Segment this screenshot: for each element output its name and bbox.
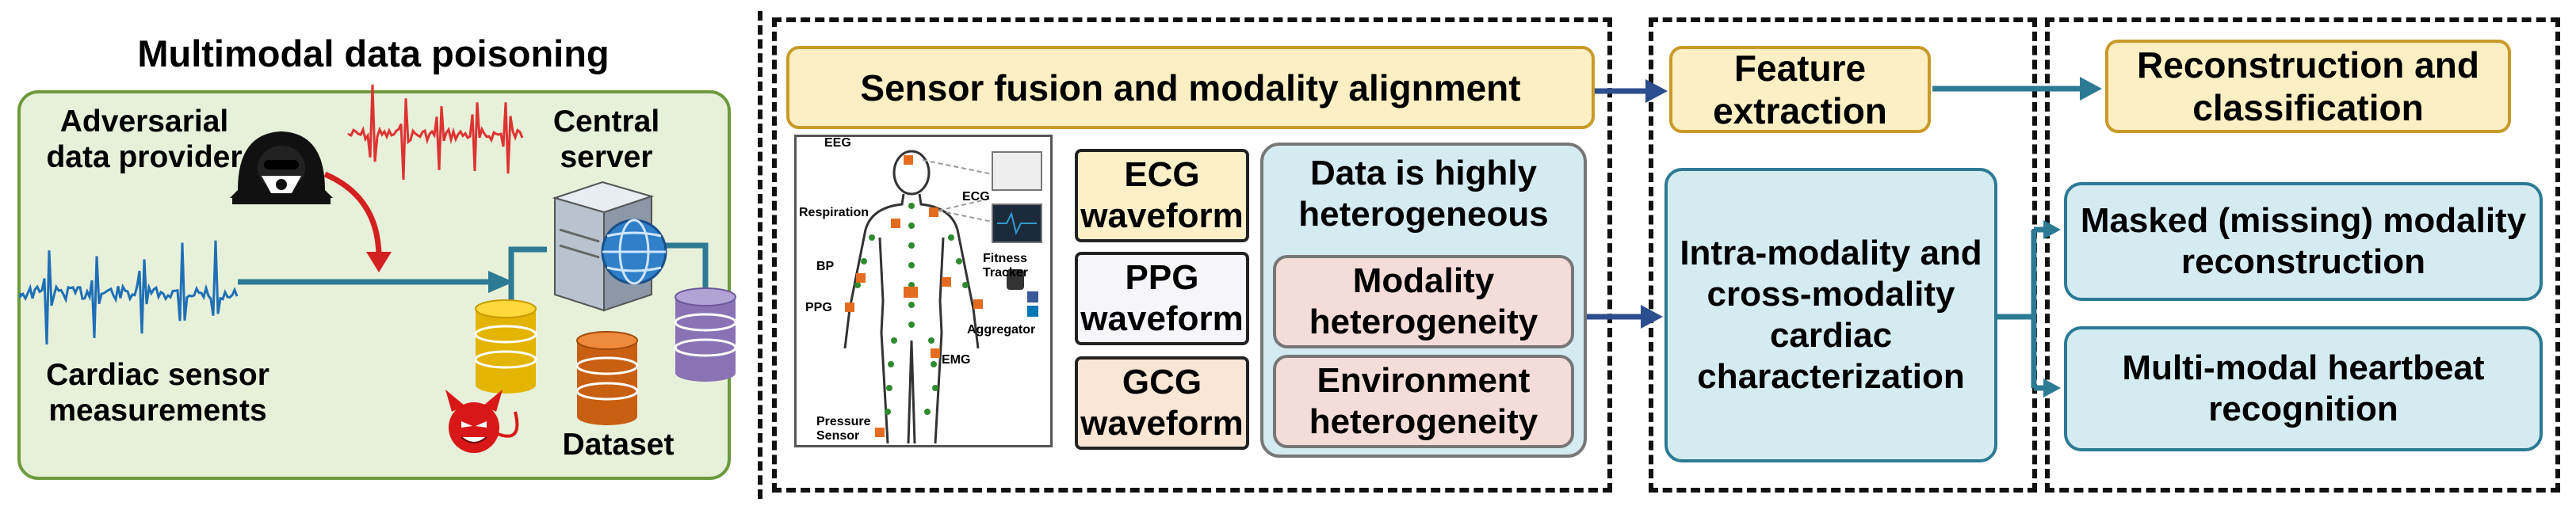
masked-reconstruction-box: Masked (missing) modality reconstruction [2064,182,2543,301]
heterogeneous-title: Data is highly heterogeneous [1298,154,1549,234]
body-label-fitness: Fitness Tracker [983,252,1028,280]
body-label-bp: BP [816,260,835,273]
ecg-waveform-box: ECG waveform [1075,149,1249,242]
ecg-waveform-suffix: waveform [1080,196,1244,235]
gcg-waveform-box: GCG waveform [1075,356,1249,450]
environment-heterogeneity-box: Environment heterogeneity [1273,355,1574,448]
body-label-ecg: ECG [962,190,990,204]
heartbeat-recognition-box: Multi-modal heartbeat recognition [2064,326,2543,451]
body-label-pressure: Pressure Sensor [816,415,871,443]
section-separator [758,11,762,499]
ecg-waveform-name: ECG [1124,155,1200,195]
poisoning-title: Multimodal data poisoning [137,32,610,74]
body-label-ppg: PPG [805,301,832,314]
feature-title: Feature extraction [1669,46,1931,133]
body-label-aggregator: Aggregator [967,323,1036,337]
body-label-eeg: EEG [824,136,851,150]
dataset-label: Dataset [562,428,675,462]
ppg-waveform-suffix: waveform [1080,299,1244,338]
reconstruction-group [2045,17,2560,493]
fusion-group [772,17,1612,493]
modality-heterogeneity-box: Modality heterogeneity [1273,255,1574,348]
body-label-respiration: Respiration [799,206,869,219]
ppg-waveform-box: PPG waveform [1075,252,1249,345]
characterization-box: Intra-modality and cross-modality cardia… [1664,168,1997,462]
server-label: Central server [552,105,660,174]
reconstruction-title: Reconstruction and classification [2105,40,2511,133]
body-label-emg: EMG [942,353,971,367]
adversary-label: Adversarial data provider [46,105,243,174]
gcg-waveform-suffix: waveform [1080,404,1244,443]
fusion-title: Sensor fusion and modality alignment [786,46,1595,129]
ppg-waveform-name: PPG [1125,258,1199,298]
gcg-waveform-name: GCG [1122,363,1202,402]
sensor-label: Cardiac sensor measurements [46,358,269,428]
